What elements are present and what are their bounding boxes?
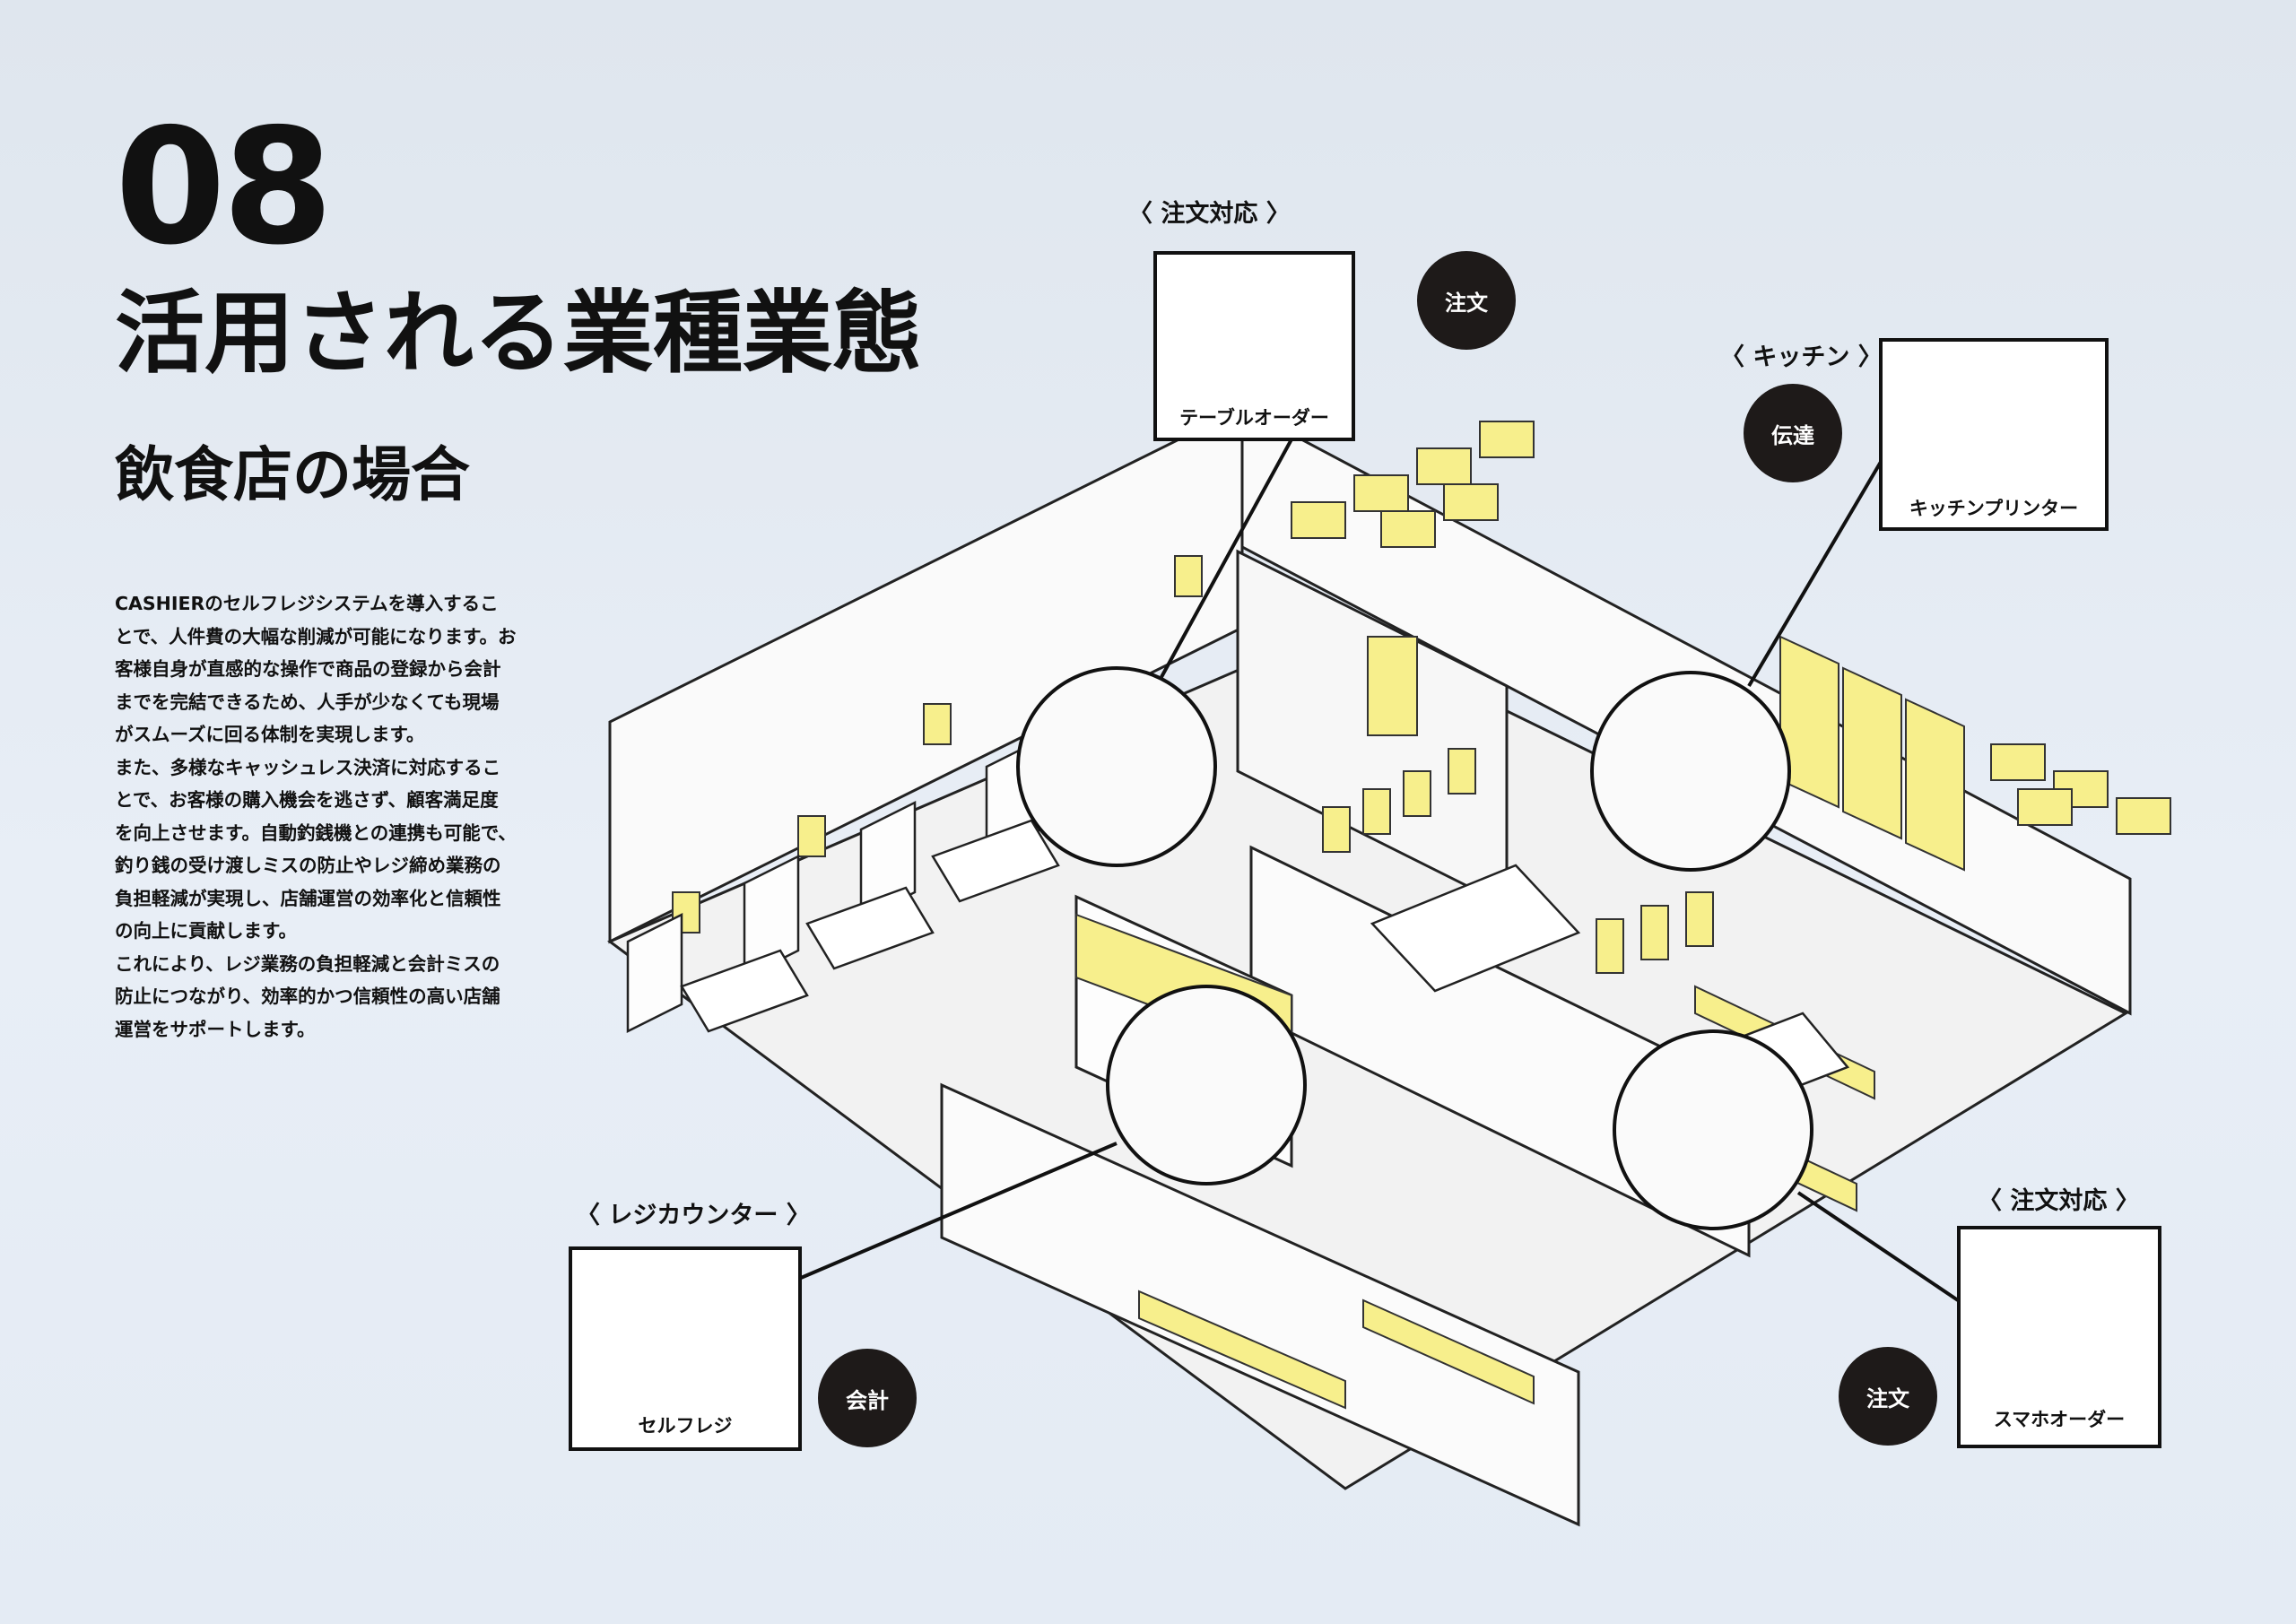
storage-boxes-back (1291, 421, 1535, 548)
yellow-wall-panels (672, 555, 1714, 974)
partition-tatami (940, 1082, 1580, 1527)
storage-boxes-right (1990, 743, 2171, 835)
callout-box-register: セルフレジ (569, 1246, 802, 1451)
description-text: CASHIERのセルフレジシステムを導入することで、人件費の大幅な削減が可能にな… (115, 587, 517, 1046)
callout-box-kitchen: キッチンプリンター (1879, 338, 2109, 531)
description-paragraph: また、多様なキャッシュレス決済に対応することで、お客様の購入機会を逃さず、顧客満… (115, 756, 517, 942)
description-paragraph: これにより、レジ業務の負担軽減と会計ミスの防止につながり、効率的かつ信頼性の高い… (115, 952, 500, 1040)
device-label-table-order: テーブルオーダー (1179, 407, 1329, 429)
action-bubble-smartphone-order: 注文 (1839, 1347, 1937, 1446)
magnifier-circles (1016, 666, 1813, 1230)
callout-box-smartphone: スマホオーダー (1957, 1226, 2161, 1448)
page-title: 活用される業種業態 (115, 281, 922, 386)
page-subtitle: 飲食店の場合 (115, 440, 470, 509)
category-label-smartphone: 〈 注文対応 〉 (1978, 1187, 2140, 1215)
section-number: 08 (115, 94, 334, 280)
connector-lines (800, 439, 1960, 1302)
magnifier-smartphone (1613, 1029, 1813, 1230)
device-label-kitchen: キッチンプリンター (1909, 498, 2079, 519)
magnifier-register (1106, 985, 1307, 1185)
category-label-order: 〈 注文対応 〉 (1128, 200, 1291, 228)
callout-box-table-order: テーブルオーダー (1153, 251, 1355, 441)
action-bubble-payment: 会計 (818, 1349, 917, 1447)
action-bubble-kitchen: 伝達 (1744, 384, 1842, 482)
magnifier-kitchen (1590, 671, 1791, 872)
description-paragraph: CASHIERのセルフレジシステムを導入することで、人件費の大幅な削減が可能にな… (115, 593, 517, 745)
magnifier-table-order (1016, 666, 1217, 867)
device-label-smartphone: スマホオーダー (1993, 1409, 2126, 1430)
kitchen-lockers (1779, 635, 1965, 872)
category-label-register: 〈 レジカウンター 〉 (576, 1202, 811, 1229)
device-label-register: セルフレジ (638, 1415, 733, 1437)
category-label-kitchen: 〈 キッチン 〉 (1720, 343, 1883, 371)
action-bubble-order: 注文 (1417, 251, 1516, 350)
